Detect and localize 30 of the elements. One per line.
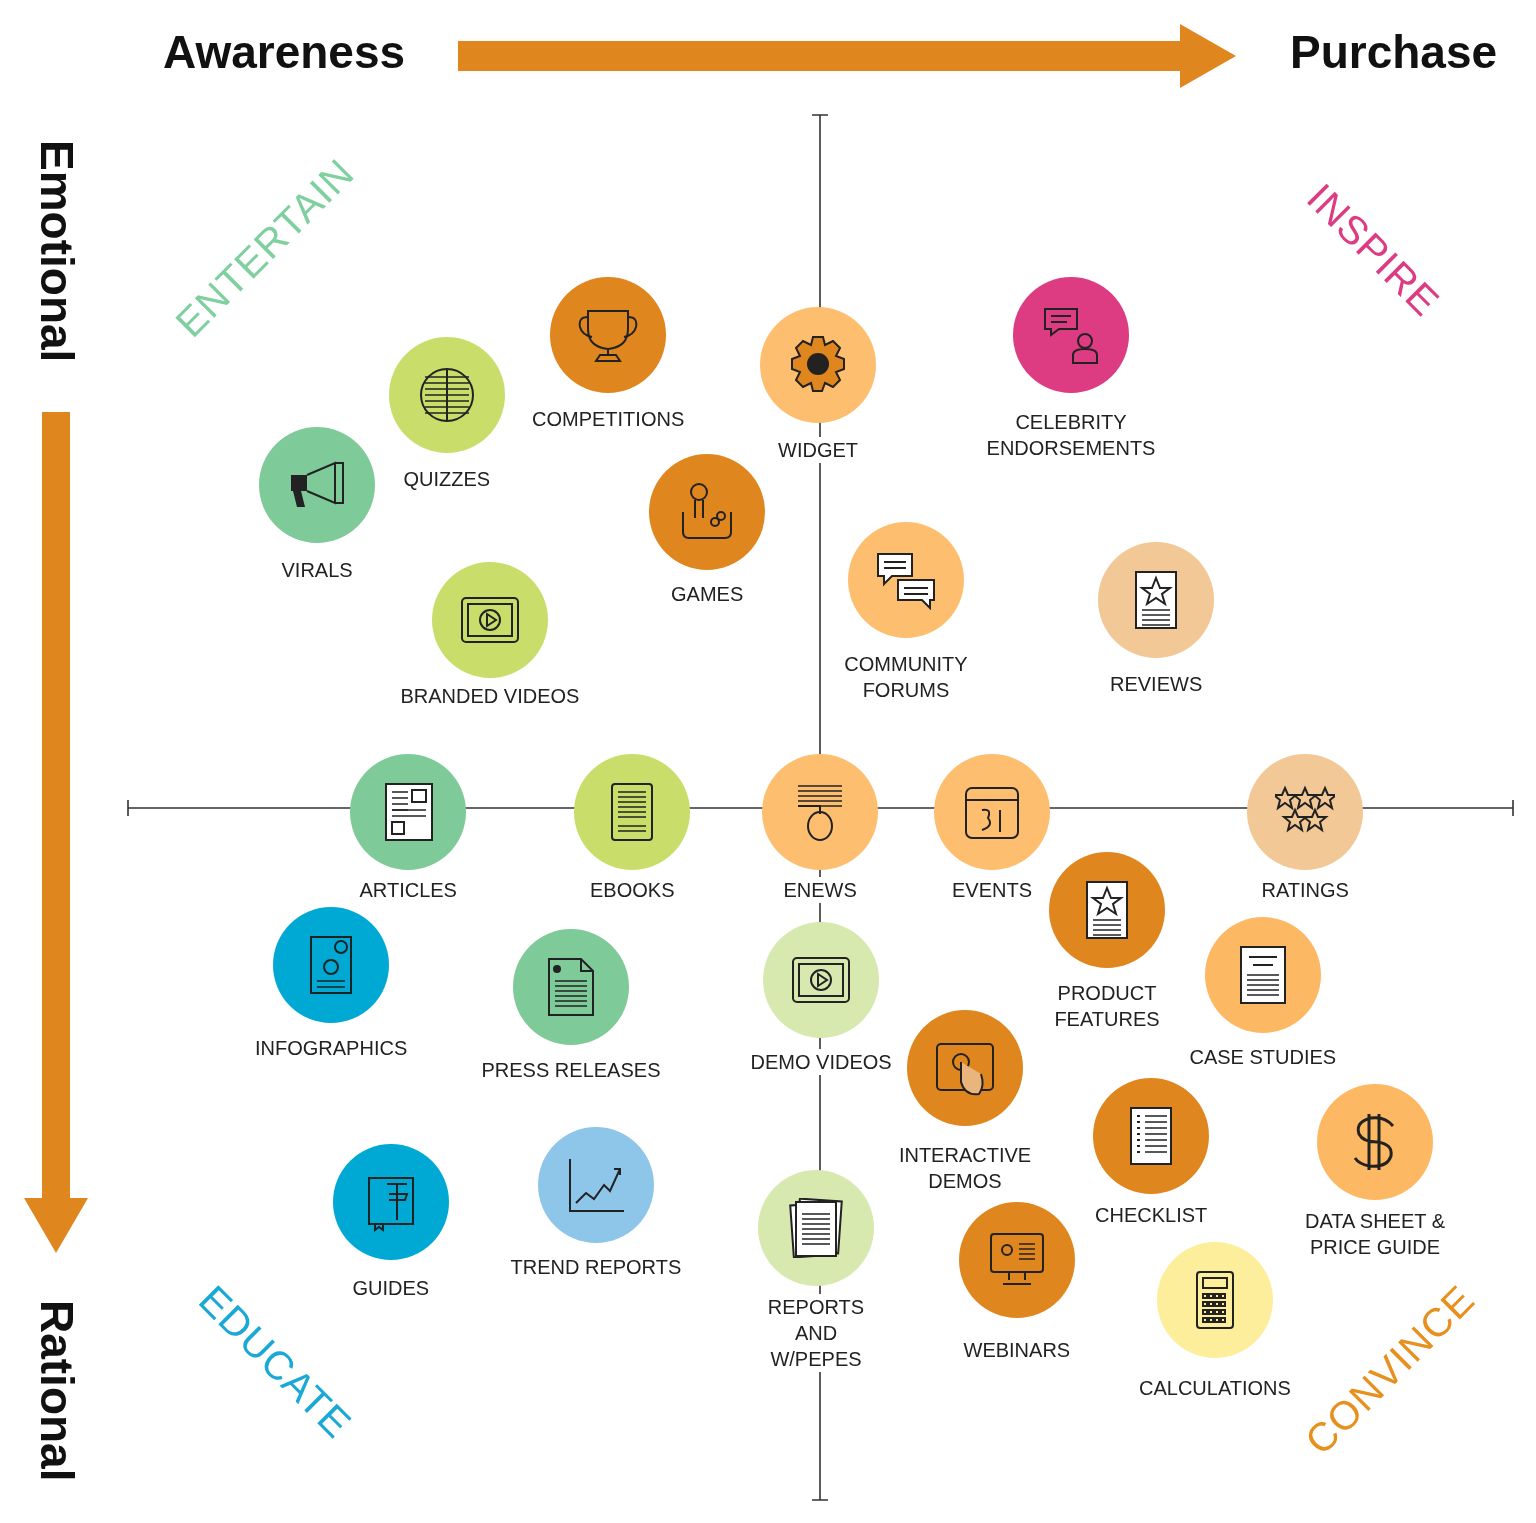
item-label: GAMES — [671, 582, 744, 607]
item-label: PRODUCT FEATURES — [1053, 981, 1161, 1032]
item-label: EBOOKS — [590, 878, 675, 903]
item-label: QUIZZES — [403, 467, 491, 492]
item-label: INTERACTIVE DEMOS — [897, 1143, 1033, 1194]
item-label: VIRALS — [281, 558, 353, 583]
item-label: ENEWS — [783, 877, 857, 903]
item-label: INFOGRAPHICS — [255, 1036, 408, 1061]
item-label: CALCULATIONS — [1139, 1376, 1291, 1401]
item-label: REVIEWS — [1110, 672, 1203, 697]
item-label: CASE STUDIES — [1189, 1045, 1337, 1070]
item-label: PRESS RELEASES — [481, 1058, 661, 1083]
axis-heading: Emotional — [30, 140, 84, 363]
item-label: COMPETITIONS — [532, 407, 685, 432]
item-label: WEBINARS — [963, 1338, 1071, 1363]
item-label: CELEBRITY ENDORSEMENTS — [985, 410, 1157, 461]
axis-heading: Rational — [30, 1300, 84, 1482]
axis-heading: Purchase — [1290, 25, 1498, 79]
item-label: TREND REPORTS — [510, 1255, 682, 1280]
item-label: BRANDED VIDEOS — [400, 684, 580, 709]
item-label: RATINGS — [1261, 878, 1349, 903]
item-label: EVENTS — [952, 878, 1033, 903]
item-label: ARTICLES — [359, 878, 457, 903]
item-label: GUIDES — [352, 1276, 430, 1301]
axis-heading: Awareness — [163, 25, 406, 79]
item-label: CHECKLIST — [1095, 1203, 1208, 1228]
item-label: WIDGET — [778, 437, 858, 463]
item-label: DEMO VIDEOS — [750, 1049, 892, 1075]
item-label: COMMUNITY FORUMS — [843, 652, 969, 703]
item-label: DATA SHEET & PRICE GUIDE — [1303, 1209, 1446, 1260]
